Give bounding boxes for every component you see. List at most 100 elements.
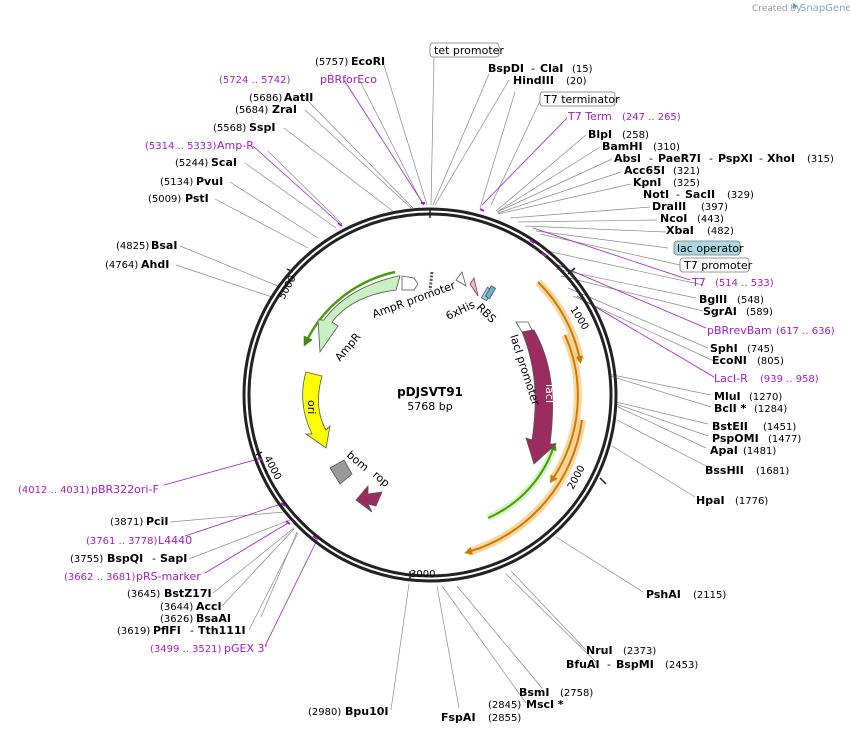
site-pspomi[interactable]: PspOMI	[712, 432, 759, 445]
orf-arcs	[303, 270, 586, 556]
site-xhoi[interactable]: XhoI	[767, 152, 795, 165]
site-mlui[interactable]: MluI	[714, 390, 741, 403]
site-labels-left: (5757) EcoRI (5724 .. 5742) pBRforEco (5…	[18, 55, 385, 655]
site-bamhi[interactable]: BamHI	[602, 140, 643, 153]
site-psti[interactable]: PstI	[185, 192, 209, 205]
pos-msci: (2845)	[488, 700, 521, 711]
site-sacii[interactable]: SacII	[685, 188, 715, 201]
pos-bcli: (1284)	[754, 404, 787, 415]
pos-nrui: (2373)	[623, 646, 656, 657]
site-fspai[interactable]: FspAI	[441, 711, 476, 724]
site-acc65i[interactable]: Acc65I	[624, 164, 665, 177]
site-msci[interactable]: MscI *	[526, 698, 564, 711]
site-bsteii[interactable]: BstEII	[712, 420, 748, 433]
primer-ampr[interactable]: Amp-R	[217, 139, 254, 152]
plasmid-center: pDJSVT91 5768 bp	[397, 385, 463, 413]
label-t7-promoter: T7 promoter	[683, 259, 753, 272]
pos-hindiii: (20)	[566, 76, 587, 87]
orf-arc-1	[537, 281, 584, 364]
pos-psti: (5009)	[148, 194, 181, 205]
site-clai[interactable]: ClaI	[540, 62, 563, 75]
site-hindiii[interactable]: HindIII	[513, 74, 554, 87]
site-bstz17i[interactable]: BstZ17I	[164, 587, 212, 600]
box-t7-promoter[interactable]: T7 promoter	[679, 257, 753, 273]
site-bfuai[interactable]: BfuAI	[566, 658, 600, 671]
site-absi[interactable]: AbsI	[614, 152, 641, 165]
site-econi[interactable]: EcoNI	[712, 354, 747, 367]
feature-laci[interactable]	[521, 329, 558, 465]
site-bspdi[interactable]: BspDI	[488, 62, 524, 75]
site-bspmi[interactable]: BspMI	[616, 658, 654, 671]
primer-pbrforeco[interactable]: pBRforEco	[320, 73, 377, 86]
site-bsaai[interactable]: BsaAI	[196, 612, 231, 625]
site-pvui[interactable]: PvuI	[196, 175, 223, 188]
box-lac-operator[interactable]: lac operator	[673, 240, 744, 256]
box-tet-promoter[interactable]: tet promoter	[429, 42, 504, 58]
sep-absi-2: -	[709, 152, 713, 165]
site-sspi[interactable]: SspI	[249, 121, 275, 134]
site-zrai[interactable]: ZraI	[272, 103, 297, 116]
site-bspqi[interactable]: BspQI	[107, 552, 143, 565]
orf-arc-2	[549, 334, 579, 484]
site-scai[interactable]: ScaI	[211, 156, 237, 169]
site-ncoi[interactable]: NcoI	[660, 212, 687, 225]
feature-rop[interactable]	[355, 484, 383, 513]
site-kpni[interactable]: KpnI	[633, 176, 661, 189]
site-pspxi[interactable]: PspXI	[718, 152, 753, 165]
site-pcii[interactable]: PciI	[146, 515, 168, 528]
site-pflfi[interactable]: PflFI	[153, 624, 181, 637]
site-xbai[interactable]: XbaI	[666, 224, 694, 237]
site-sapi[interactable]: SapI	[160, 552, 187, 565]
pos-acc65i: (321)	[673, 166, 700, 177]
site-aatii[interactable]: AatII	[284, 91, 313, 104]
site-bpu10i[interactable]: Bpu10I	[345, 705, 389, 718]
primer-t7-term[interactable]: T7 Term	[567, 110, 612, 123]
site-nrui[interactable]: NruI	[586, 644, 613, 657]
primer-pgex3[interactable]: pGEX 3'	[224, 642, 268, 655]
primer-t7[interactable]: T7	[691, 276, 706, 289]
range-pbrforeco: (5724 .. 5742)	[219, 75, 291, 86]
feature-small-markers[interactable]	[428, 271, 497, 302]
site-bsai[interactable]: BsaI	[151, 239, 177, 252]
site-acci[interactable]: AccI	[196, 600, 222, 613]
pos-bfuai: (2453)	[665, 660, 698, 671]
site-hpai[interactable]: HpaI	[696, 494, 725, 507]
primer-l4440[interactable]: L4440	[158, 534, 192, 547]
feature-laci-promoter[interactable]	[515, 321, 533, 333]
label-t7-terminator: T7 terminator	[543, 93, 620, 106]
feature-ampr[interactable]	[317, 275, 401, 354]
primer-laci-r[interactable]: LacI-R	[714, 372, 748, 385]
snapgene-logo[interactable]: Created by SnapGene	[752, 3, 850, 14]
site-paer7i[interactable]: PaeR7I	[658, 152, 701, 165]
label-rbs: RBS	[474, 301, 499, 326]
feature-ori[interactable]	[302, 371, 331, 449]
pos-blpi: (258)	[622, 130, 649, 141]
site-tth111i[interactable]: Tth111I	[198, 624, 246, 637]
feature-ampr-promoter[interactable]	[401, 275, 419, 291]
site-bsshii[interactable]: BssHII	[705, 464, 744, 477]
primer-pbr322ori[interactable]: pBR322ori-F	[91, 483, 159, 496]
pos-apai: (1481)	[743, 446, 776, 457]
site-apai[interactable]: ApaI	[710, 444, 738, 457]
feature-bom[interactable]	[329, 459, 353, 485]
site-bsmi[interactable]: BsmI	[519, 686, 550, 699]
site-ecori[interactable]: EcoRI	[351, 55, 385, 68]
site-ahdi[interactable]: AhdI	[141, 258, 169, 271]
site-bglii[interactable]: BglII	[699, 293, 727, 306]
box-t7-terminator[interactable]: T7 terminator	[539, 91, 620, 107]
site-bcli[interactable]: BclI *	[714, 402, 747, 415]
primer-pbrrevbam[interactable]: pBRrevBam	[707, 324, 772, 337]
pos-bspqi: (3755)	[70, 554, 103, 565]
pos-bglii: (548)	[737, 295, 764, 306]
site-draiii[interactable]: DraIII	[652, 200, 686, 213]
site-sgrai[interactable]: SgrAI	[703, 305, 737, 318]
site-sphi[interactable]: SphI	[710, 342, 738, 355]
site-noti[interactable]: NotI	[643, 188, 669, 201]
created-by-text: Created by	[752, 4, 802, 14]
site-pshai[interactable]: PshAI	[646, 588, 681, 601]
site-blpi[interactable]: BlpI	[588, 128, 612, 141]
snapgene-name: SnapGene	[800, 3, 850, 14]
primer-prs-marker[interactable]: pRS-marker	[136, 570, 201, 583]
primer-leader-lines	[163, 79, 715, 647]
